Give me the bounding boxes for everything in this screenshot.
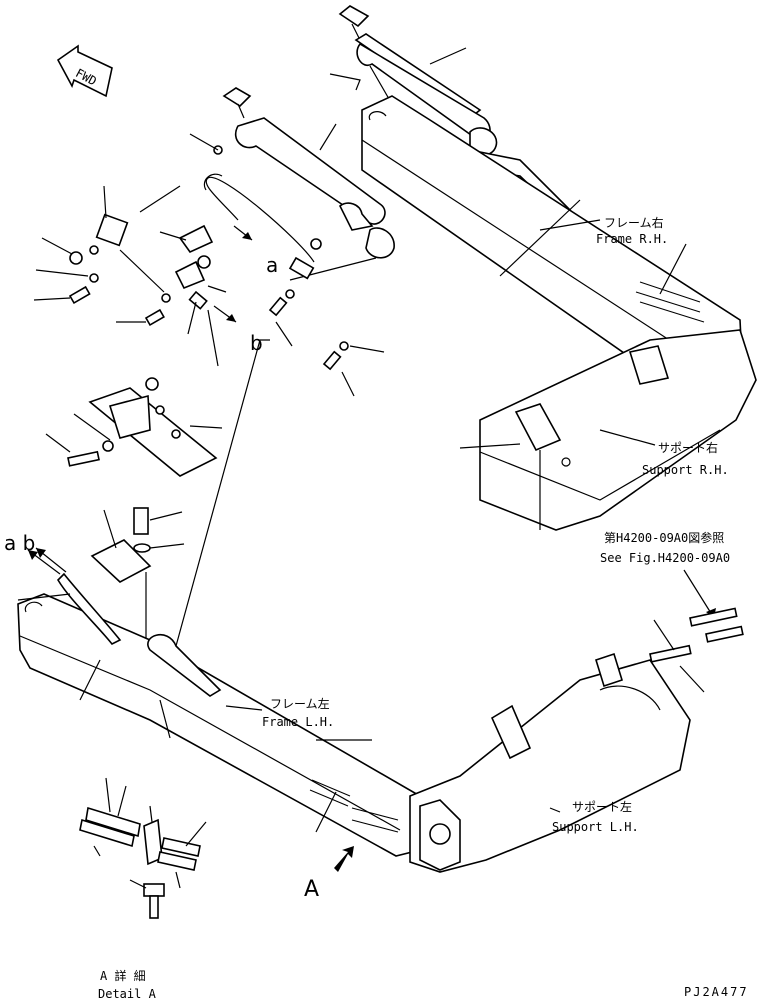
support-left: サポート左 Support L.H. — [409, 652, 691, 873]
see-fig-en-label: See Fig.H4200-09A0 — [600, 551, 730, 565]
support-rh-en-label: Support R.H. — [642, 463, 729, 477]
bracket-plate — [45, 377, 223, 477]
callout-b-label: b — [250, 331, 263, 355]
frame-rh-en-label: Frame R.H. — [596, 232, 668, 246]
frame-right: フレーム右 Frame R.H. — [361, 95, 745, 422]
support-lh-jp-label: サポート左 — [572, 799, 632, 814]
view-a-arrow: A — [304, 846, 354, 902]
detail-a-view: A 詳 細 Detail A — [79, 777, 207, 1001]
callout-a-label: a — [266, 253, 278, 277]
frame-lh-en-label: Frame L.H. — [262, 715, 334, 729]
drawing-code: PJ2A477 — [684, 985, 749, 999]
view-arrow-icon — [334, 846, 354, 872]
frame-lh-jp-label: フレーム左 — [270, 696, 330, 711]
frame-left-bolts — [309, 779, 399, 833]
see-fig-leader — [683, 569, 715, 619]
support-right: サポート右 Support R.H. — [459, 329, 757, 531]
frame-rh-jp-label: フレーム右 — [604, 215, 664, 230]
cylinder-left — [222, 87, 395, 281]
support-rh-jp-label: サポート右 — [658, 440, 718, 455]
see-fig-jp-label: 第H4200-09A0図参照 — [604, 530, 724, 545]
detail-a-jp-label: A 詳 細 — [100, 968, 146, 983]
frame-right-bolts — [635, 243, 705, 323]
view-a-label: A — [304, 877, 319, 902]
callout-ab-arrows: a b — [4, 531, 67, 575]
support-lh-en-label: Support L.H. — [552, 820, 639, 834]
fwd-arrow-icon: FWD — [56, 44, 113, 98]
bolt-washer-middle — [90, 507, 185, 650]
detail-a-en-label: Detail A — [98, 987, 157, 1001]
tube-assembly: a b — [203, 173, 315, 355]
small-parts-cluster-upper — [33, 133, 385, 397]
bolt-set-right-lower — [649, 607, 744, 693]
frame-left: フレーム左 Frame L.H. — [17, 339, 421, 857]
